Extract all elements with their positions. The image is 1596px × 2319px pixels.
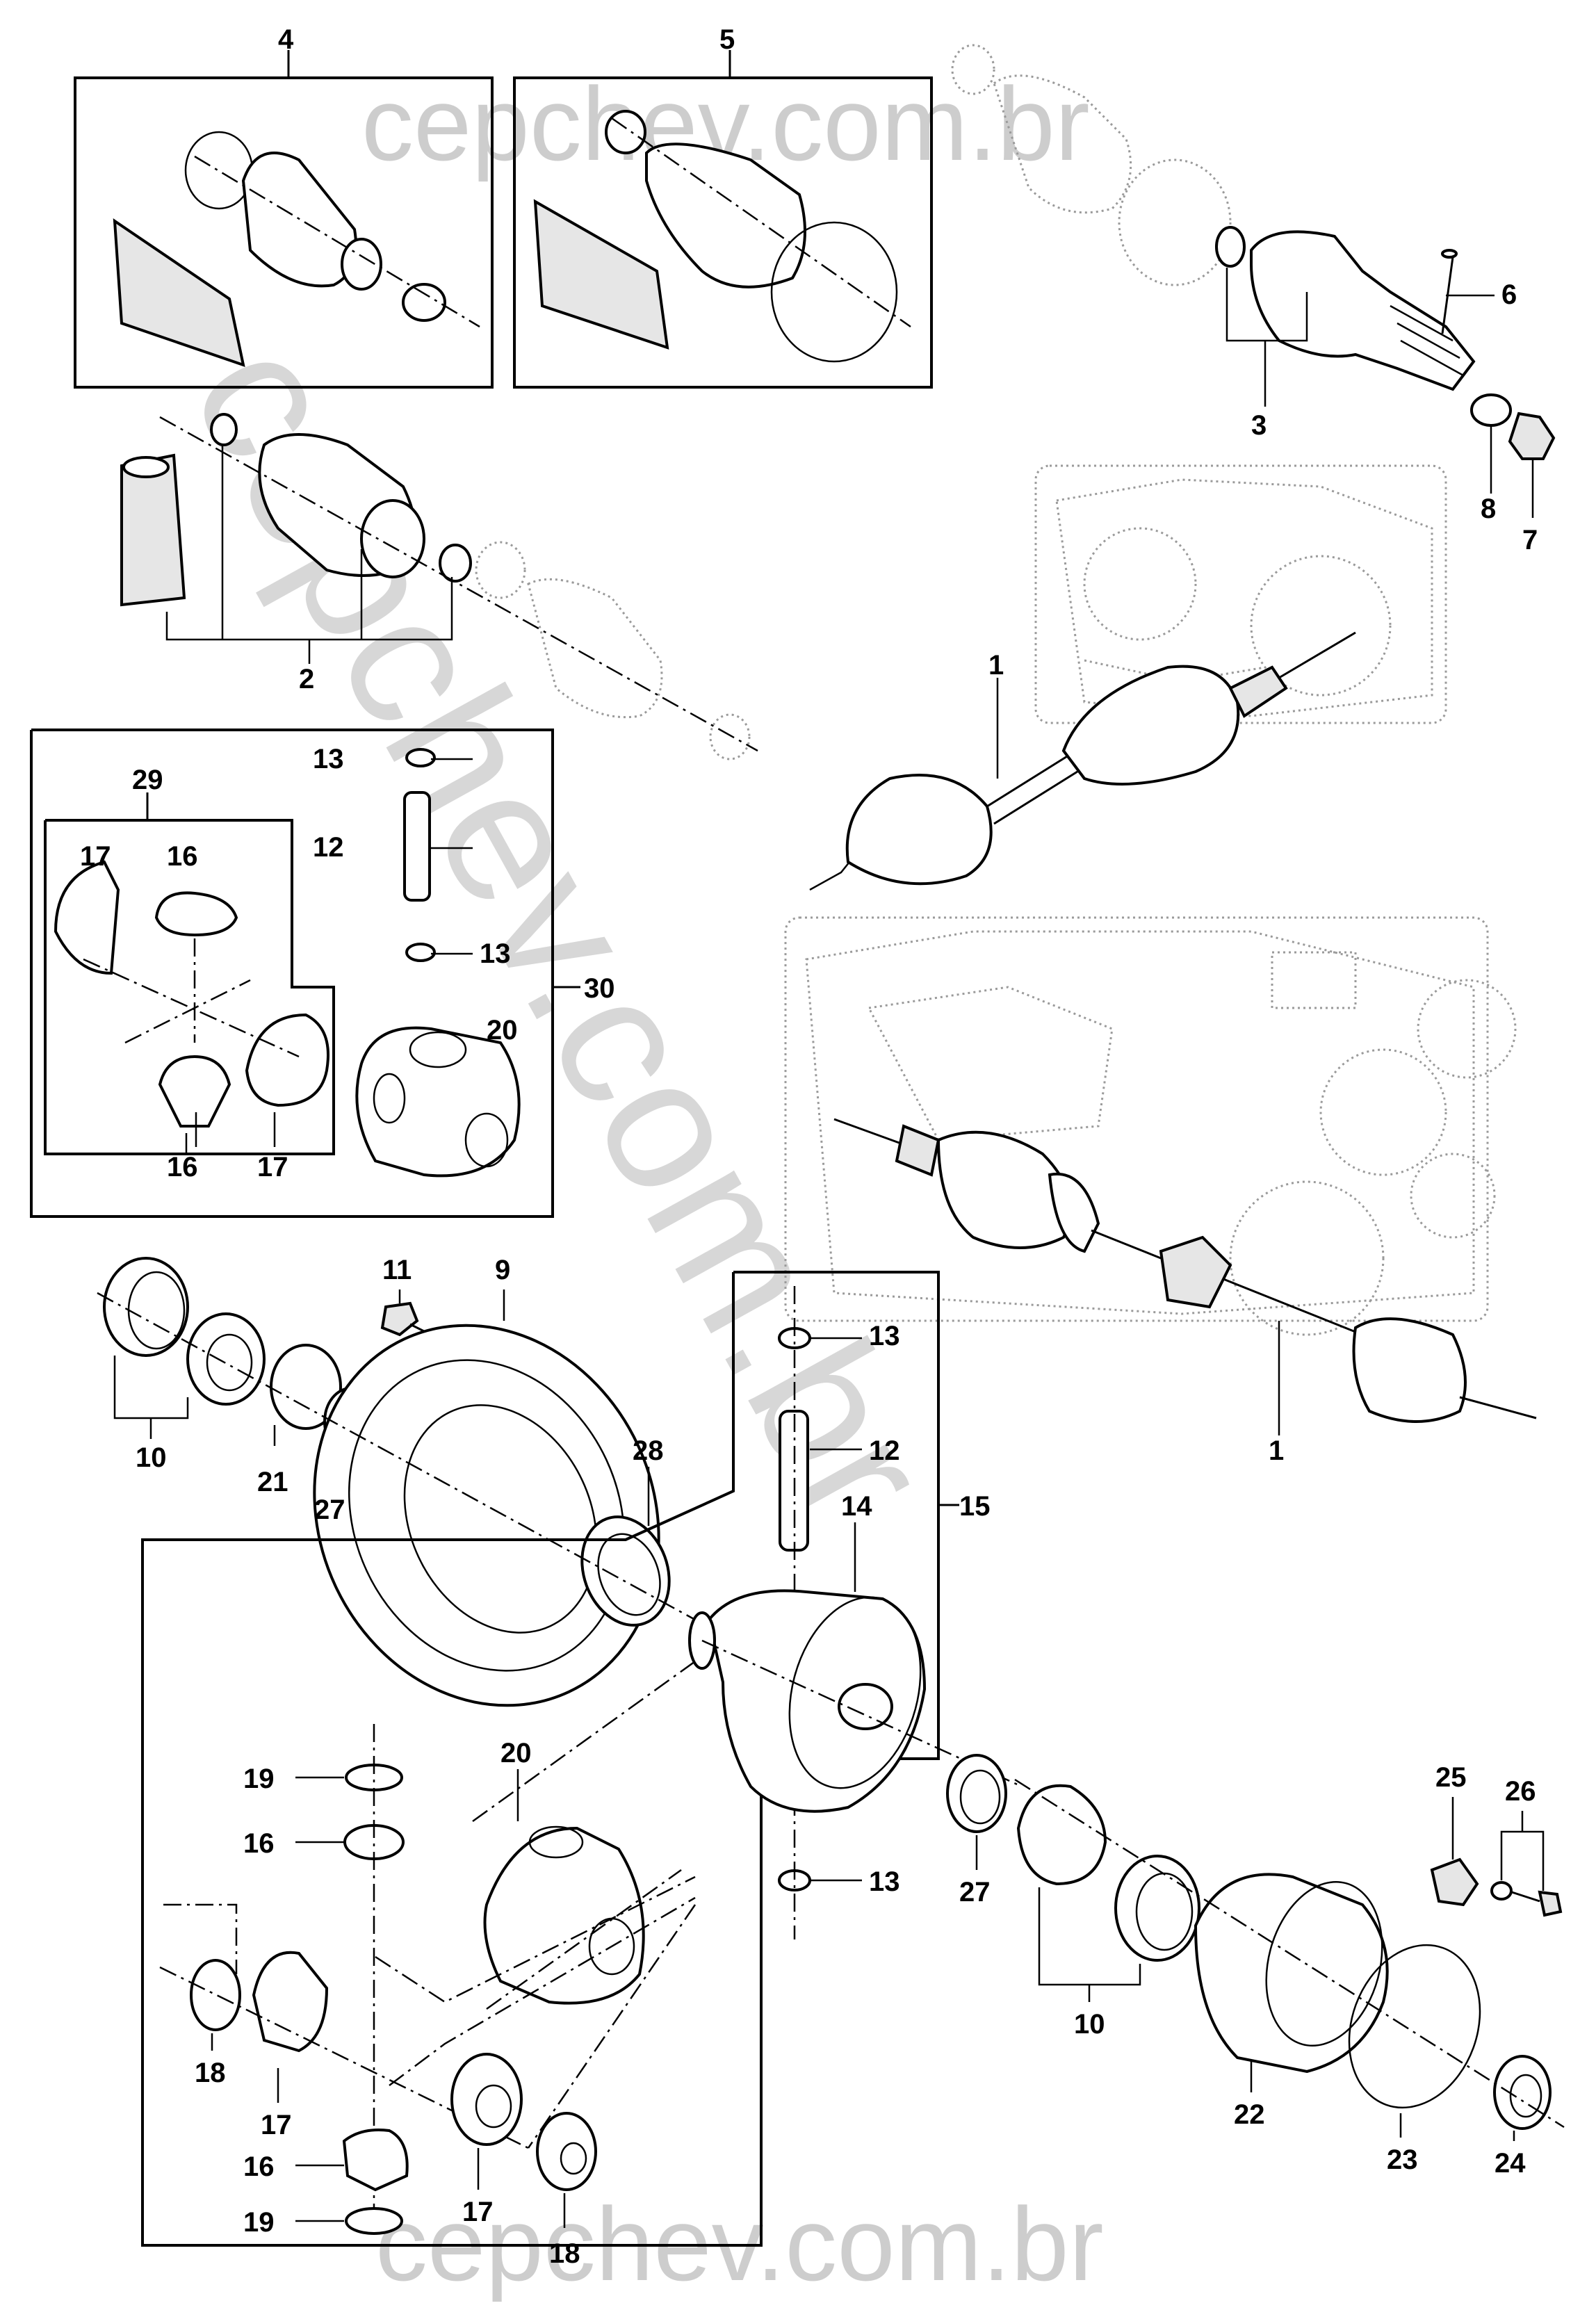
callout-2: 2 bbox=[299, 664, 314, 694]
ring-gear-assembly bbox=[97, 1257, 696, 1707]
callout-29: 29 bbox=[132, 765, 163, 795]
callout-4: 4 bbox=[278, 24, 294, 55]
drive-shaft-upper bbox=[809, 631, 1356, 891]
callout-23: 23 bbox=[1387, 2145, 1418, 2175]
drive-shaft-lower bbox=[833, 1118, 1537, 1435]
kit-box-4 bbox=[74, 50, 494, 389]
callout-16-c: 16 bbox=[243, 1828, 275, 1859]
callout-6: 6 bbox=[1501, 279, 1517, 310]
callout-17-c: 17 bbox=[261, 2110, 292, 2140]
callout-3: 3 bbox=[1251, 410, 1267, 441]
kit-box-30 bbox=[30, 729, 580, 1218]
callout-19-b: 19 bbox=[243, 2207, 275, 2238]
callout-16-a: 16 bbox=[167, 841, 198, 872]
callout-19-a: 19 bbox=[243, 1764, 275, 1794]
callout-10-b: 10 bbox=[1074, 2009, 1105, 2040]
differential-gears-exploded bbox=[159, 1660, 697, 2235]
callout-25: 25 bbox=[1435, 1762, 1467, 1793]
callout-13-d: 13 bbox=[869, 1866, 900, 1897]
callout-18-b: 18 bbox=[549, 2238, 580, 2269]
callout-8: 8 bbox=[1481, 494, 1496, 524]
callout-30: 30 bbox=[584, 973, 615, 1004]
callout-13-b: 13 bbox=[480, 938, 511, 969]
callout-1-upper: 1 bbox=[988, 650, 1004, 681]
callout-17-d: 17 bbox=[462, 2197, 494, 2227]
engine-ghost-lower bbox=[784, 916, 1517, 1336]
callout-14: 14 bbox=[841, 1491, 872, 1522]
callout-18-a: 18 bbox=[195, 2058, 226, 2088]
output-side-parts bbox=[946, 1754, 1565, 2141]
callout-24: 24 bbox=[1495, 2148, 1526, 2179]
callout-27-b: 27 bbox=[959, 1877, 991, 1907]
callout-7: 7 bbox=[1522, 525, 1538, 555]
kit-box-5 bbox=[513, 50, 933, 389]
inner-cv-joint bbox=[120, 413, 758, 760]
callout-13-a: 13 bbox=[313, 744, 344, 774]
callout-labels: 4 5 6 3 8 7 2 1 29 13 12 13 30 17 16 20 … bbox=[80, 24, 1538, 2269]
callout-20-a: 20 bbox=[487, 1015, 518, 1045]
callout-15: 15 bbox=[959, 1491, 991, 1522]
callout-22: 22 bbox=[1234, 2099, 1265, 2130]
callout-5: 5 bbox=[719, 24, 735, 55]
callout-16-d: 16 bbox=[243, 2151, 275, 2182]
callout-28: 28 bbox=[633, 1435, 664, 1466]
callout-11: 11 bbox=[382, 1255, 412, 1285]
callout-12-b: 12 bbox=[869, 1435, 900, 1466]
callout-12-a: 12 bbox=[313, 832, 344, 863]
kit-box-15 bbox=[141, 1271, 1023, 2247]
callout-27-a: 27 bbox=[314, 1495, 345, 1525]
callout-9: 9 bbox=[495, 1255, 510, 1285]
callout-17-b: 17 bbox=[257, 1152, 288, 1182]
callout-1-lower: 1 bbox=[1269, 1435, 1284, 1466]
callout-21: 21 bbox=[257, 1467, 288, 1497]
callout-20-b: 20 bbox=[500, 1738, 532, 1768]
callout-10-a: 10 bbox=[136, 1442, 167, 1473]
callout-26: 26 bbox=[1505, 1776, 1536, 1807]
callout-17-a: 17 bbox=[80, 841, 111, 872]
outer-cv-joint bbox=[1215, 226, 1556, 518]
ghost-boot-top bbox=[951, 44, 1232, 286]
callout-13-c: 13 bbox=[869, 1321, 900, 1351]
callout-16-b: 16 bbox=[167, 1152, 198, 1182]
